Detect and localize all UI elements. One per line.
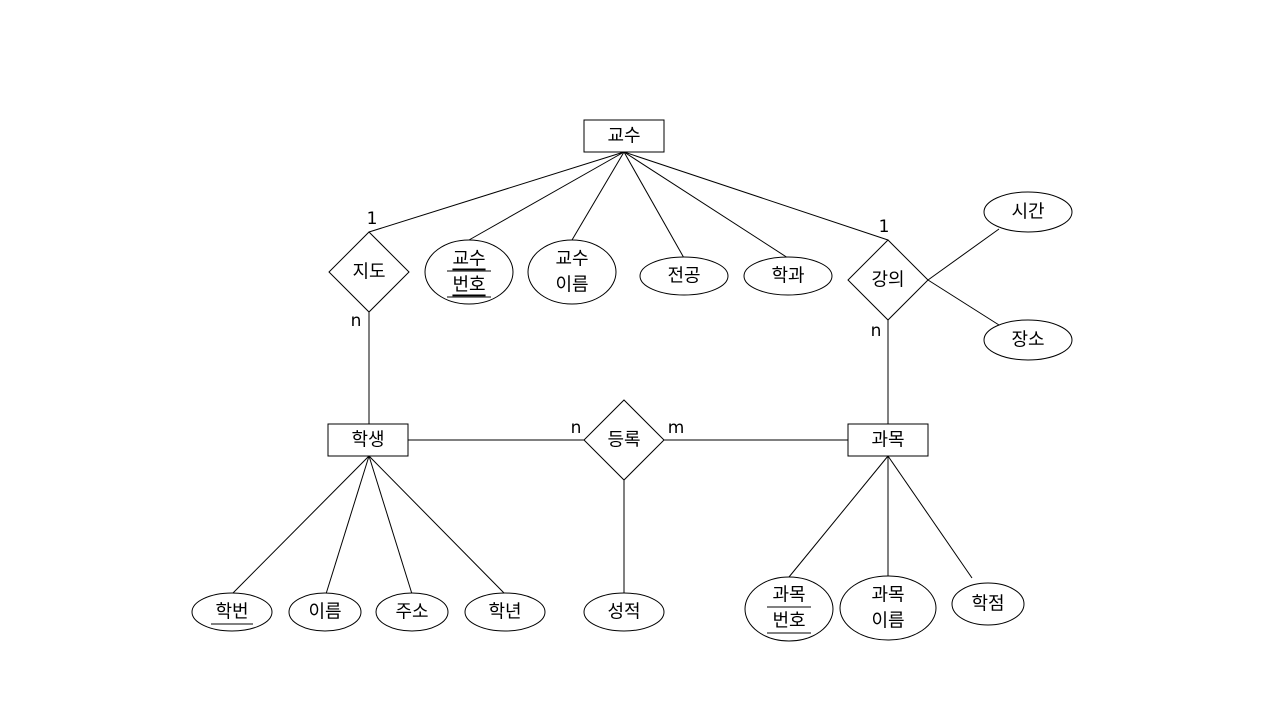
- attribute-time-label: 시간: [1011, 202, 1044, 223]
- attribute-score-label: 성적: [607, 602, 640, 623]
- attribute-course-number[interactable]: 과목 번호: [744, 576, 834, 642]
- attribute-professor-number-line1: 교수: [452, 249, 485, 270]
- attribute-professor-number[interactable]: 교수 번호: [424, 239, 514, 305]
- attribute-credit-label: 학점: [971, 594, 1004, 615]
- attribute-address[interactable]: 주소: [375, 592, 449, 632]
- attribute-course-name-line2: 이름: [871, 611, 904, 632]
- attribute-score[interactable]: 성적: [583, 592, 665, 632]
- entity-student[interactable]: 학생: [327, 423, 409, 457]
- attribute-professor-name-line2: 이름: [555, 275, 588, 296]
- connector-lines: [231, 151, 1000, 595]
- cardinality-advise-student: n: [351, 311, 362, 331]
- attribute-time[interactable]: 시간: [983, 191, 1073, 233]
- line-lecture-time: [927, 228, 1000, 281]
- relationship-advise-label: 지도: [352, 262, 385, 283]
- attribute-course-name-line1: 과목: [871, 585, 904, 606]
- line-student-student-name: [325, 455, 370, 595]
- relationship-lecture-label: 강의: [871, 270, 904, 291]
- cardinality-lecture-course: n: [871, 321, 882, 341]
- attribute-credit[interactable]: 학점: [951, 582, 1025, 626]
- line-professor-major: [623, 151, 685, 259]
- line-student-address: [368, 455, 413, 595]
- attribute-major-label: 전공: [667, 266, 700, 287]
- relationship-enroll[interactable]: 등록: [583, 399, 665, 481]
- line-student-grade-year: [368, 455, 506, 595]
- attribute-professor-number-line2: 번호: [452, 275, 485, 296]
- entity-professor[interactable]: 교수: [583, 119, 665, 153]
- line-professor-professor-number: [468, 151, 625, 241]
- attribute-major[interactable]: 전공: [639, 256, 729, 296]
- entity-course-label: 과목: [871, 430, 904, 451]
- attribute-grade-year-label: 학년: [488, 602, 521, 623]
- line-professor-professor-name: [571, 151, 625, 241]
- line-course-course-number: [788, 455, 889, 578]
- attribute-course-number-line1: 과목: [772, 585, 805, 606]
- attribute-professor-name-line1: 교수: [555, 249, 588, 270]
- attribute-place[interactable]: 장소: [983, 319, 1073, 361]
- line-course-credit: [887, 455, 973, 579]
- relationship-lecture[interactable]: 강의: [847, 239, 929, 321]
- line-student-student-number: [231, 455, 370, 595]
- line-professor-department: [623, 151, 789, 259]
- attribute-student-number-label: 학번: [215, 602, 248, 623]
- attribute-professor-name[interactable]: 교수 이름: [527, 239, 617, 305]
- attribute-department[interactable]: 학과: [743, 256, 833, 296]
- relationship-enroll-label: 등록: [607, 430, 640, 451]
- attribute-course-name[interactable]: 과목 이름: [839, 575, 937, 641]
- attribute-address-label: 주소: [395, 602, 428, 623]
- relationship-advise[interactable]: 지도: [328, 231, 410, 313]
- attribute-place-label: 장소: [1011, 330, 1044, 351]
- entity-student-label: 학생: [351, 430, 384, 451]
- entity-professor-label: 교수: [607, 126, 640, 147]
- cardinality-enroll-student: n: [571, 418, 582, 438]
- attribute-student-name[interactable]: 이름: [288, 592, 362, 632]
- attribute-student-number[interactable]: 학번: [191, 592, 273, 632]
- attribute-grade-year[interactable]: 학년: [464, 592, 546, 632]
- cardinality-advise-professor: 1: [367, 209, 378, 229]
- attribute-course-number-line2: 번호: [772, 611, 805, 632]
- line-professor-advise: [368, 151, 625, 233]
- attribute-department-label: 학과: [771, 266, 804, 287]
- entity-course[interactable]: 과목: [847, 423, 929, 457]
- cardinality-lecture-professor: 1: [879, 217, 890, 237]
- line-lecture-place: [927, 279, 1000, 326]
- line-professor-lecture: [623, 151, 889, 241]
- cardinality-enroll-course: m: [668, 418, 685, 438]
- attribute-student-name-label: 이름: [308, 602, 341, 623]
